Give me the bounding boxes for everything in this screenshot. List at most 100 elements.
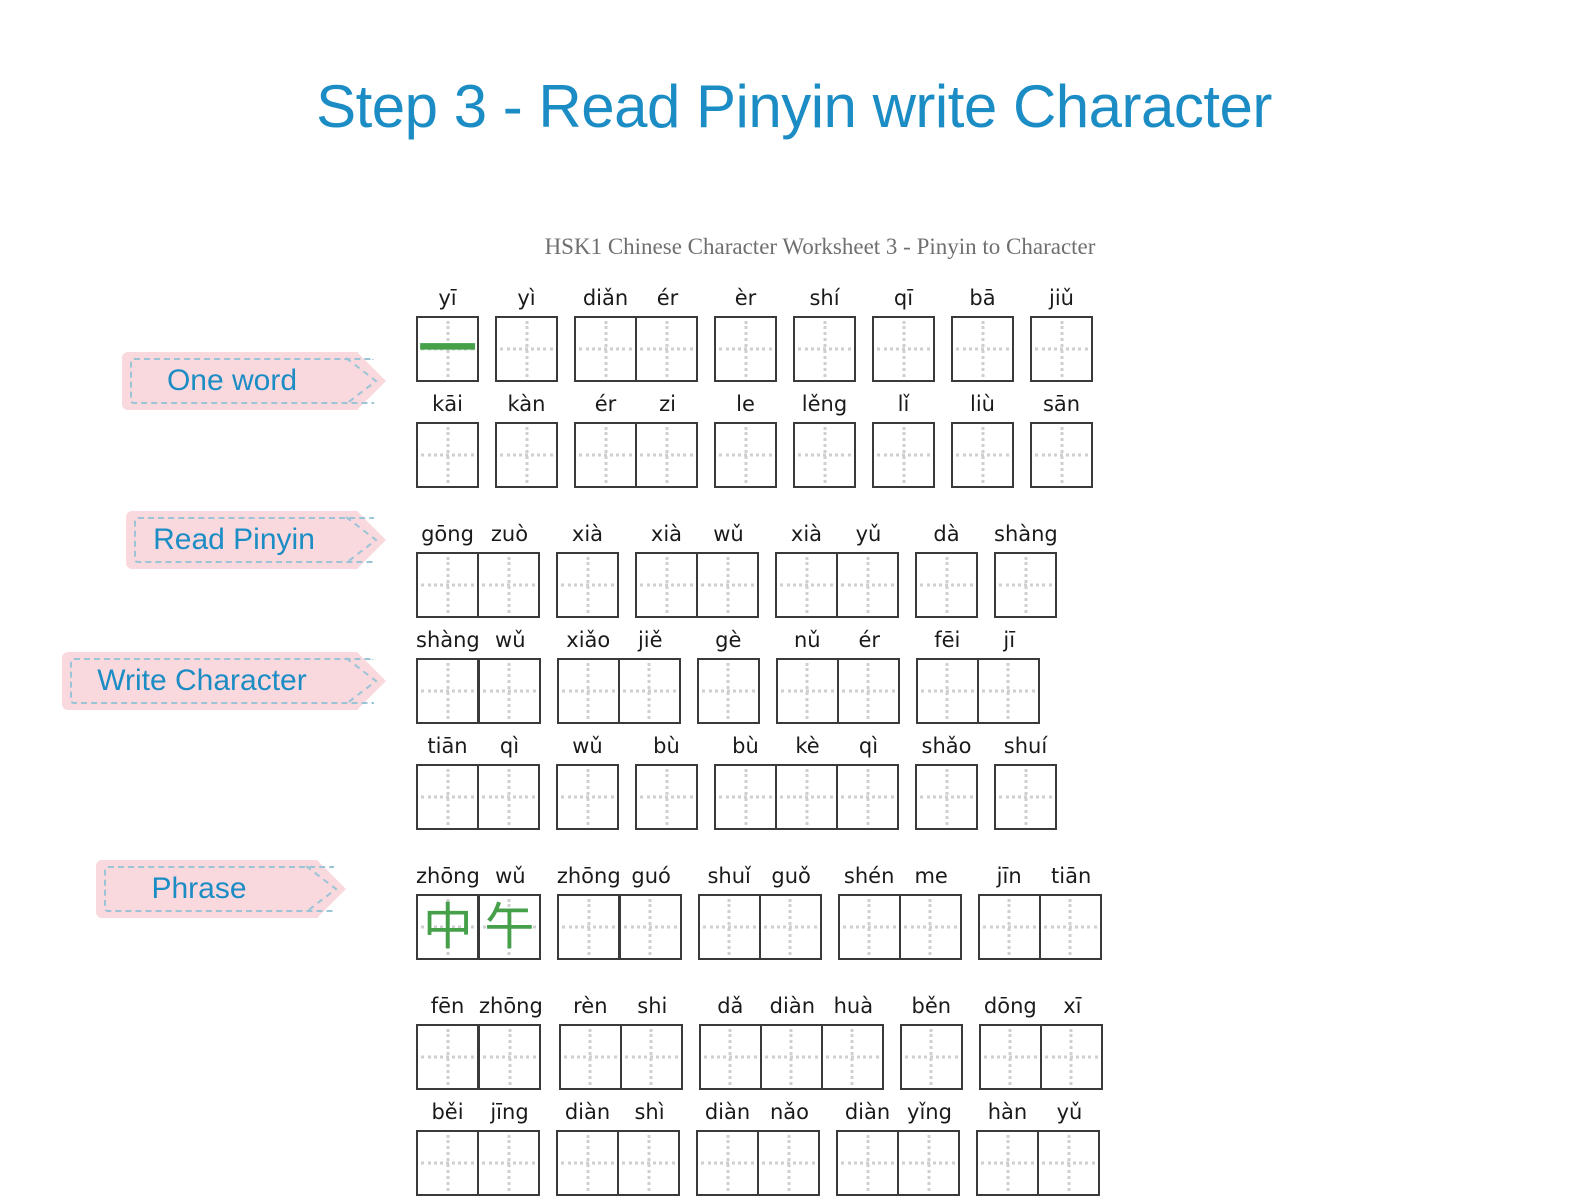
character-writing-box[interactable] [994, 552, 1058, 618]
character-writing-box[interactable] [635, 764, 698, 830]
character-writing-box[interactable] [775, 552, 838, 618]
character-writing-box[interactable] [478, 1024, 542, 1090]
character-writing-box[interactable]: 一 [416, 316, 479, 382]
character-writing-box[interactable] [635, 552, 698, 618]
character-writing-box[interactable] [617, 1130, 680, 1196]
character-writing-box[interactable] [557, 894, 621, 960]
character-writing-box[interactable] [416, 764, 479, 830]
character-writing-box[interactable] [1037, 1130, 1100, 1196]
character-writing-box[interactable] [758, 894, 822, 960]
character-writing-box[interactable] [495, 316, 558, 382]
banner-phrase[interactable]: Phrase [96, 860, 346, 918]
character-writing-box[interactable] [574, 422, 637, 488]
character-writing-box[interactable] [775, 658, 839, 724]
character-writing-box[interactable] [714, 316, 777, 382]
character-writing-box[interactable] [714, 422, 777, 488]
character-writing-box[interactable]: 午 [477, 894, 541, 960]
pinyin-label: sān [1042, 392, 1081, 416]
banner-read-pinyin[interactable]: Read Pinyin [126, 511, 386, 569]
character-writing-box[interactable] [556, 764, 619, 830]
character-group: bā [951, 288, 1014, 382]
character-writing-box[interactable] [558, 1024, 622, 1090]
character-writing-box[interactable] [976, 658, 1040, 724]
character-writing-box[interactable] [696, 658, 760, 724]
character-writing-box[interactable] [872, 422, 935, 488]
character-writing-box[interactable] [635, 316, 698, 382]
character-writing-box[interactable] [635, 422, 698, 488]
pinyin-label: kāi [432, 392, 463, 416]
character-cell: jiǔ [1030, 288, 1093, 382]
pinyin-label: wǔ [495, 628, 526, 652]
pinyin-label: zhōng [479, 994, 543, 1018]
character-writing-box[interactable] [416, 552, 479, 618]
character-writing-box[interactable] [1030, 422, 1093, 488]
pinyin-label: shuǐ [707, 864, 751, 888]
character-writing-box[interactable] [836, 552, 899, 618]
character-writing-box[interactable] [978, 1024, 1042, 1090]
character-writing-box[interactable] [897, 1130, 960, 1196]
character-writing-box[interactable] [899, 1024, 963, 1090]
character-writing-box[interactable] [617, 658, 681, 724]
character-writing-box[interactable] [872, 316, 935, 382]
character-writing-box[interactable] [416, 422, 479, 488]
character-writing-box[interactable] [556, 658, 620, 724]
character-writing-box[interactable] [619, 1024, 683, 1090]
character-writing-box[interactable] [915, 658, 979, 724]
banner-write-character[interactable]: Write Character [62, 652, 386, 710]
character-writing-box[interactable] [994, 764, 1057, 830]
character-writing-box[interactable] [477, 1130, 540, 1196]
character-writing-box[interactable] [574, 316, 637, 382]
character-writing-box[interactable] [416, 1130, 479, 1196]
character-writing-box[interactable] [976, 1130, 1039, 1196]
arrow-tip-icon [317, 860, 346, 918]
character-writing-box[interactable] [556, 1130, 619, 1196]
character-writing-box[interactable] [495, 422, 558, 488]
character-writing-box[interactable] [698, 1024, 762, 1090]
character-writing-box[interactable] [416, 1024, 479, 1090]
character-writing-box[interactable] [837, 894, 901, 960]
character-writing-box[interactable] [775, 764, 838, 830]
pinyin-label: běi [431, 1100, 464, 1124]
pinyin-label: zi [659, 392, 676, 416]
character-writing-box[interactable] [714, 764, 777, 830]
character-cell: le [714, 394, 777, 488]
character-writing-box[interactable] [915, 764, 978, 830]
character-writing-box[interactable]: 中 [416, 894, 480, 960]
character-writing-box[interactable] [836, 764, 899, 830]
character-writing-box[interactable] [915, 552, 978, 618]
character-writing-box[interactable] [1030, 316, 1093, 382]
character-writing-box[interactable] [836, 658, 900, 724]
character-cell: huà [820, 996, 884, 1090]
character-cell: běn [899, 996, 963, 1090]
character-writing-box[interactable] [951, 422, 1014, 488]
character-writing-box[interactable] [977, 894, 1041, 960]
character-writing-box[interactable] [759, 1024, 823, 1090]
character-writing-box[interactable] [820, 1024, 884, 1090]
banner-one-word[interactable]: One word [122, 352, 386, 410]
character-writing-box[interactable] [898, 894, 962, 960]
character-writing-box[interactable] [477, 764, 540, 830]
character-writing-box[interactable] [696, 552, 759, 618]
character-writing-box[interactable] [793, 422, 856, 488]
character-writing-box[interactable] [793, 316, 856, 382]
character-writing-box[interactable] [696, 1130, 759, 1196]
character-writing-box[interactable] [1038, 894, 1102, 960]
character-writing-box[interactable] [477, 552, 540, 618]
character-writing-box[interactable] [757, 1130, 820, 1196]
character-cell: lǐ [872, 394, 935, 488]
character-writing-box[interactable] [697, 894, 761, 960]
character-writing-box[interactable] [618, 894, 682, 960]
pinyin-label: bù [653, 734, 680, 758]
character-writing-box[interactable] [951, 316, 1014, 382]
character-writing-box[interactable] [416, 658, 480, 724]
character-writing-box[interactable] [477, 658, 541, 724]
pinyin-label: jiǔ [1049, 286, 1074, 310]
character-writing-box[interactable] [836, 1130, 899, 1196]
character-writing-box[interactable] [556, 552, 619, 618]
character-writing-box[interactable] [1039, 1024, 1103, 1090]
